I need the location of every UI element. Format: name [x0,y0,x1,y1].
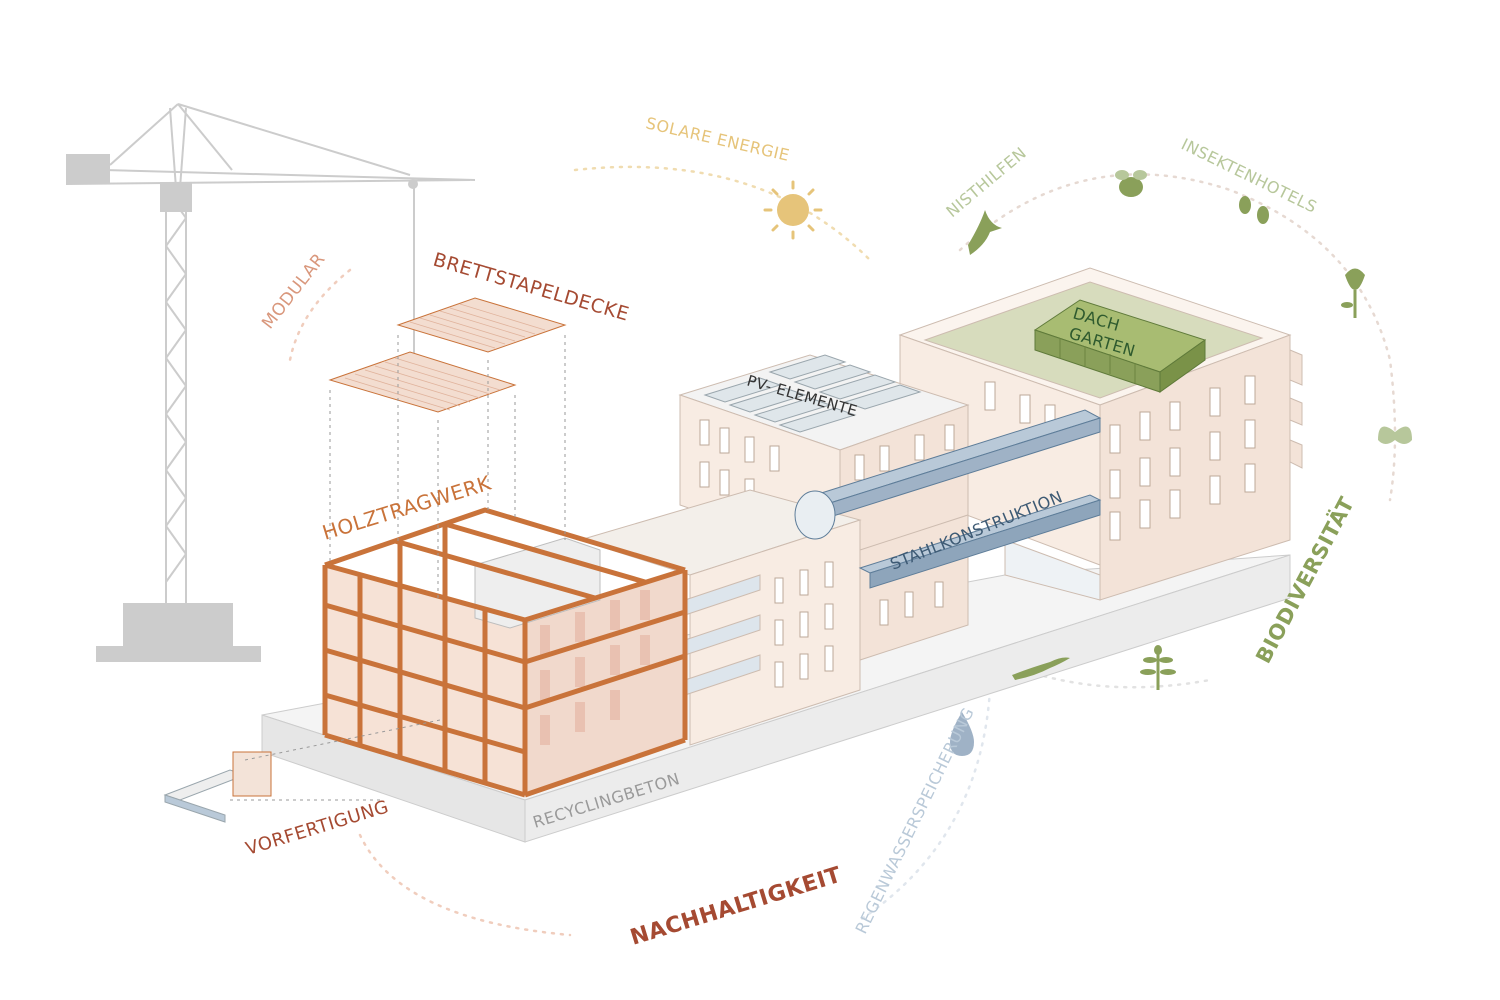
prefab-elements [163,719,441,823]
bird-icon [968,210,1002,255]
lizard-icon [1012,657,1070,680]
label-modular: MODULAR [258,250,329,334]
pv-panels [703,354,922,433]
butterfly-icon [1378,426,1412,444]
water-drop-icon [950,712,974,756]
guide-arcs [288,165,1397,937]
sun-icon [763,180,823,240]
label-nachhaltigkeit: NACHHALTIGKEIT [627,863,844,951]
cross-laminated-slabs [328,297,567,598]
label-holztragwerk: HOLZTRAGWERK [319,471,494,545]
label-nisthilfen: NISTHILFEN [942,143,1030,221]
bee-icon [1115,170,1147,197]
central-low-block [578,489,1101,746]
label-regenwasserspeicherung: REGENWASSERSPEICHERUNG [852,704,978,936]
plant-icon [1140,645,1176,690]
timber-frame-building [322,507,688,798]
roof-garden-greenhouse [1033,299,1207,393]
arc-solar [573,165,872,262]
arc-nachhaltigkeit [358,833,572,937]
crane-icon [65,103,476,662]
label-solare-energie: SOLARE ENERGIE [644,113,791,165]
arc-bio-top [958,173,1397,502]
steel-construction-bridge [794,409,1102,589]
flower-icon [1341,268,1365,318]
arc-regen [858,688,992,922]
beetle-icon [1239,196,1269,224]
arc-modular [288,268,352,362]
